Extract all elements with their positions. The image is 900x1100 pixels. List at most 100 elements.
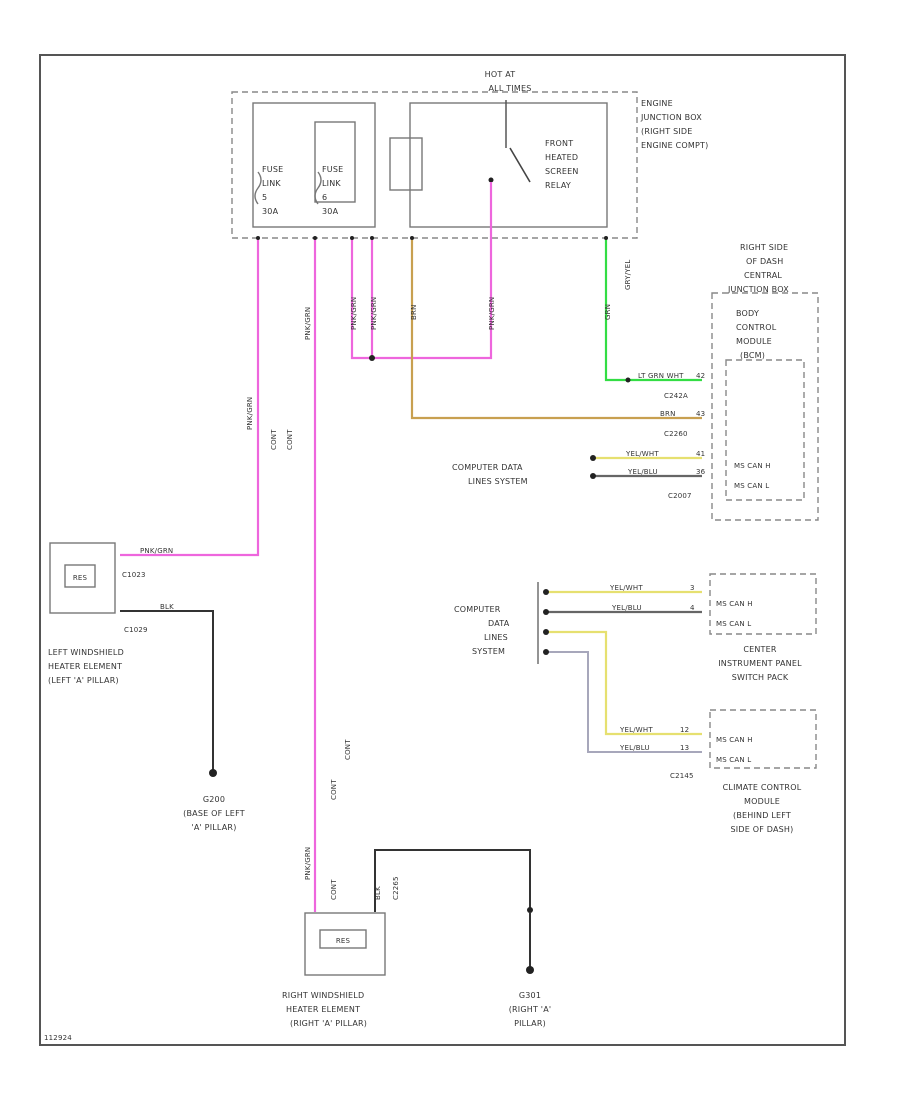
wire-brn-relay-bcm [410, 238, 702, 420]
cont-label-5: CONT [330, 879, 338, 900]
connector-c8: C2007 [668, 492, 692, 500]
left-element-symbol: RES [73, 574, 88, 582]
wire-label-brn: BRN [410, 304, 418, 320]
fuse1-line3: 5 [262, 193, 267, 202]
wire-label-brn2: BRN [660, 410, 676, 418]
computer-data-1-line2: LINES SYSTEM [468, 477, 528, 486]
computer-data-2-line3: LINES [484, 633, 508, 642]
bcm-data-dot-1 [590, 455, 596, 461]
wire-label-yelwht1: YEL/WHT [625, 450, 659, 458]
wire-label-yelblu2: YEL/BLU [611, 604, 642, 612]
fuse2-line1: FUSE [322, 165, 343, 174]
wire-label-blk: BLK [160, 603, 174, 611]
relay-line1: FRONT [545, 139, 573, 148]
diagram-frame [39, 54, 846, 1046]
engine-box-label-2: JUNCTION BOX [640, 113, 702, 122]
left-element-line3: (LEFT 'A' PILLAR) [48, 676, 119, 685]
cont-label-2: CONT [286, 429, 294, 450]
bcm-line1: BODY [736, 309, 759, 318]
climate-box [709, 709, 817, 769]
central-box-label-2: OF DASH [746, 257, 783, 266]
fuse-link-6-icon [314, 171, 322, 205]
connector-c4: C1029 [124, 626, 148, 634]
computer-data-2-line1: COMPUTER [454, 605, 501, 614]
right-heater-resistor-icon [319, 929, 367, 949]
pin-42: 42 [696, 372, 705, 380]
wire-label-grn: GRN [604, 304, 612, 320]
engine-box-label-3: (RIGHT SIDE [641, 127, 693, 136]
bcm-pin-can-l: MS CAN L [734, 482, 769, 490]
center-panel-line2: INSTRUMENT PANEL [718, 659, 802, 668]
bcm-data-dot-2 [590, 473, 596, 479]
fuse2-line2: LINK [322, 179, 341, 188]
right-ground-line3: PILLAR) [514, 1019, 546, 1028]
connector-c6: C2265 [392, 876, 400, 900]
wire-label-pnk4: PNK/GRN [304, 847, 312, 880]
fuse-block [252, 102, 376, 228]
left-ground-line3: 'A' PILLAR) [191, 823, 236, 832]
center-pin-can-l: MS CAN L [716, 620, 751, 628]
central-box-label-3: CENTRAL [744, 271, 782, 280]
cont-label-3: CONT [330, 779, 338, 800]
wire-label-vio: PNK/GRN [350, 297, 358, 330]
climate-line4: SIDE OF DASH) [731, 825, 794, 834]
climate-line1: CLIMATE CONTROL [723, 783, 802, 792]
left-heater-element [49, 542, 116, 614]
bcm-pin-can-h: MS CAN H [734, 462, 771, 470]
junction-dot [625, 377, 631, 383]
wire-relay-splice [350, 182, 493, 360]
right-ground-dot [527, 907, 533, 913]
wire-label-yelblu3: YEL/BLU [619, 744, 650, 752]
relay-line4: RELAY [545, 181, 571, 190]
connector-pins-top [256, 236, 608, 240]
data-bus-dots [543, 589, 549, 655]
right-element-line3: (RIGHT 'A' PILLAR) [290, 1019, 367, 1028]
central-box-label-4: JUNCTION BOX [727, 285, 789, 294]
wire-left-element-ground [120, 610, 214, 772]
right-element-symbol: RES [336, 937, 351, 945]
right-ground-icon [526, 966, 534, 974]
connector-c1: C1023 [122, 571, 146, 579]
left-ground-icon [209, 769, 217, 777]
splice-dot [369, 355, 375, 361]
connector-c9: C2145 [670, 772, 694, 780]
fuse2-line3: 6 [322, 193, 327, 202]
wire-label-pnk5: PNK/GRN [370, 297, 378, 330]
bcm-line4: (BCM) [740, 351, 765, 360]
center-panel-line3: SWITCH PACK [732, 673, 789, 682]
pin-36: 36 [696, 468, 706, 476]
bcm-box [725, 359, 805, 501]
wire-label-yelwht3: YEL/WHT [619, 726, 653, 734]
left-ground-line2: (BASE OF LEFT [183, 809, 245, 818]
wire-yel-wht-climate [546, 630, 702, 736]
wire-green-relay-bcm [604, 238, 702, 382]
wire-fuse5-left-element [120, 238, 260, 557]
left-element-line1: LEFT WINDSHIELD [48, 648, 124, 657]
right-ground-line1: G301 [519, 991, 541, 1000]
pin-13: 13 [680, 744, 689, 752]
wire-label-yelwht2: YEL/WHT [609, 584, 643, 592]
right-heater-element [304, 912, 386, 976]
pin-41: 41 [696, 450, 705, 458]
bcm-line2: CONTROL [736, 323, 777, 332]
wire-label-ltgrn: LT GRN WHT [638, 372, 684, 380]
engine-box-label-1: ENGINE [641, 99, 673, 108]
connector-c2: C242A [664, 392, 688, 400]
left-element-line2: HEATER ELEMENT [48, 662, 122, 671]
pin-3: 3 [690, 584, 695, 592]
computer-data-2-line2: DATA [488, 619, 510, 628]
footer-code: 112924 [44, 1034, 72, 1042]
pin-4: 4 [690, 604, 695, 612]
wire-right-element-ground [374, 849, 531, 912]
fuse2-line4: 30A [322, 207, 339, 216]
relay-line3: SCREEN [545, 167, 579, 176]
hot-at-label: HOT AT [485, 70, 516, 79]
left-heater-resistor-icon [64, 564, 96, 588]
fuse1-line1: FUSE [262, 165, 283, 174]
wire-label-yelblu1: YEL/BLU [627, 468, 658, 476]
climate-line2: MODULE [744, 797, 780, 806]
pin-12: 12 [680, 726, 689, 734]
relay-block [409, 102, 608, 228]
computer-data-2-line4: SYSTEM [472, 647, 505, 656]
